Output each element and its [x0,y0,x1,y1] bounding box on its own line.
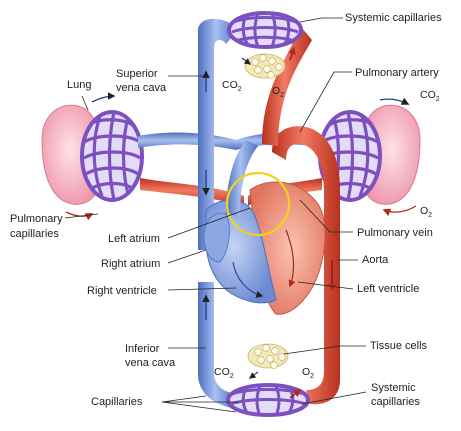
label-right-atrium: Right atrium [101,258,160,270]
gas-co2-right-lung: CO2 [420,89,440,103]
top-tissue-cells [245,54,285,78]
bottom-tissue-cells [248,344,288,368]
inferior-vena-cava [198,282,236,408]
label-pulmonary-artery: Pulmonary artery [355,67,439,79]
label-left-ventricle: Left ventricle [357,283,419,295]
top-systemic-capillary-net [229,13,301,47]
label-left-atrium: Left atrium [108,233,160,245]
label-right-ventricle: Right ventricle [87,285,157,297]
gas-co2-bottom: CO2 [214,366,234,380]
label-superior-vena-cava-2: vena cava [116,82,167,94]
label-lung: Lung [67,79,91,91]
gas-co2-top: CO2 [222,79,242,93]
label-pulmonary-vein: Pulmonary vein [357,227,433,239]
label-systemic-capillaries-top: Systemic capillaries [345,12,442,24]
label-systemic-capillaries-bottom-2: capillaries [371,396,420,408]
label-inferior-vena-cava-2: vena cava [125,357,176,369]
label-tissue-cells: Tissue cells [370,340,428,352]
label-systemic-capillaries-bottom-1: Systemic [371,382,416,394]
label-pulmonary-capillaries-2: capillaries [10,228,59,240]
left-pulmonary-capillary-net [82,112,142,200]
label-inferior-vena-cava-1: Inferior [125,343,160,355]
bottom-systemic-capillary-net [228,385,308,416]
label-pulmonary-capillaries-1: Pulmonary [10,213,63,225]
label-aorta: Aorta [362,254,389,266]
label-superior-vena-cava-1: Superior [116,68,158,80]
gas-o2-right-lung: O2 [420,205,432,219]
gas-o2-bottom: O2 [302,366,314,380]
label-capillaries: Capillaries [91,396,143,408]
